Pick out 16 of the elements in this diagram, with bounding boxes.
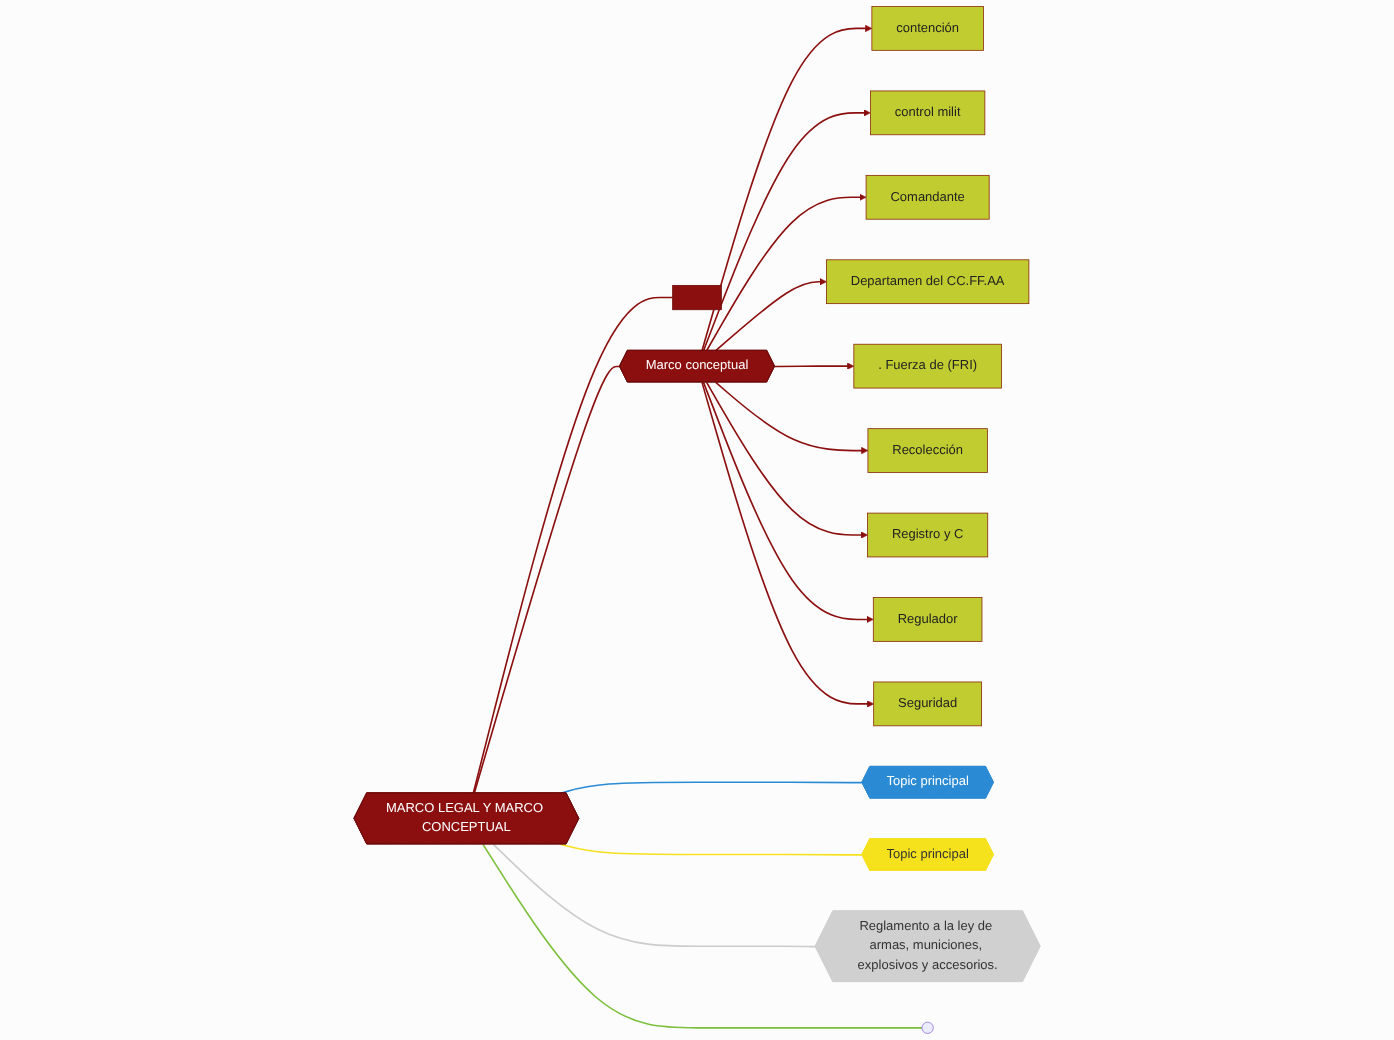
arrow: [702, 109, 871, 352]
connector: [472, 296, 674, 794]
arrow: [714, 278, 827, 352]
arrow: [702, 381, 874, 624]
connector: [492, 843, 817, 948]
arrow: [714, 381, 869, 455]
connector: [559, 843, 864, 856]
arrow: [701, 381, 874, 708]
connector: [473, 365, 621, 794]
connector: [559, 781, 864, 794]
node-box: [672, 284, 722, 311]
arrow: [705, 381, 868, 539]
connector: [482, 843, 923, 1029]
arrow: [705, 193, 867, 352]
arrow: [774, 362, 855, 370]
arrow: [701, 24, 873, 352]
